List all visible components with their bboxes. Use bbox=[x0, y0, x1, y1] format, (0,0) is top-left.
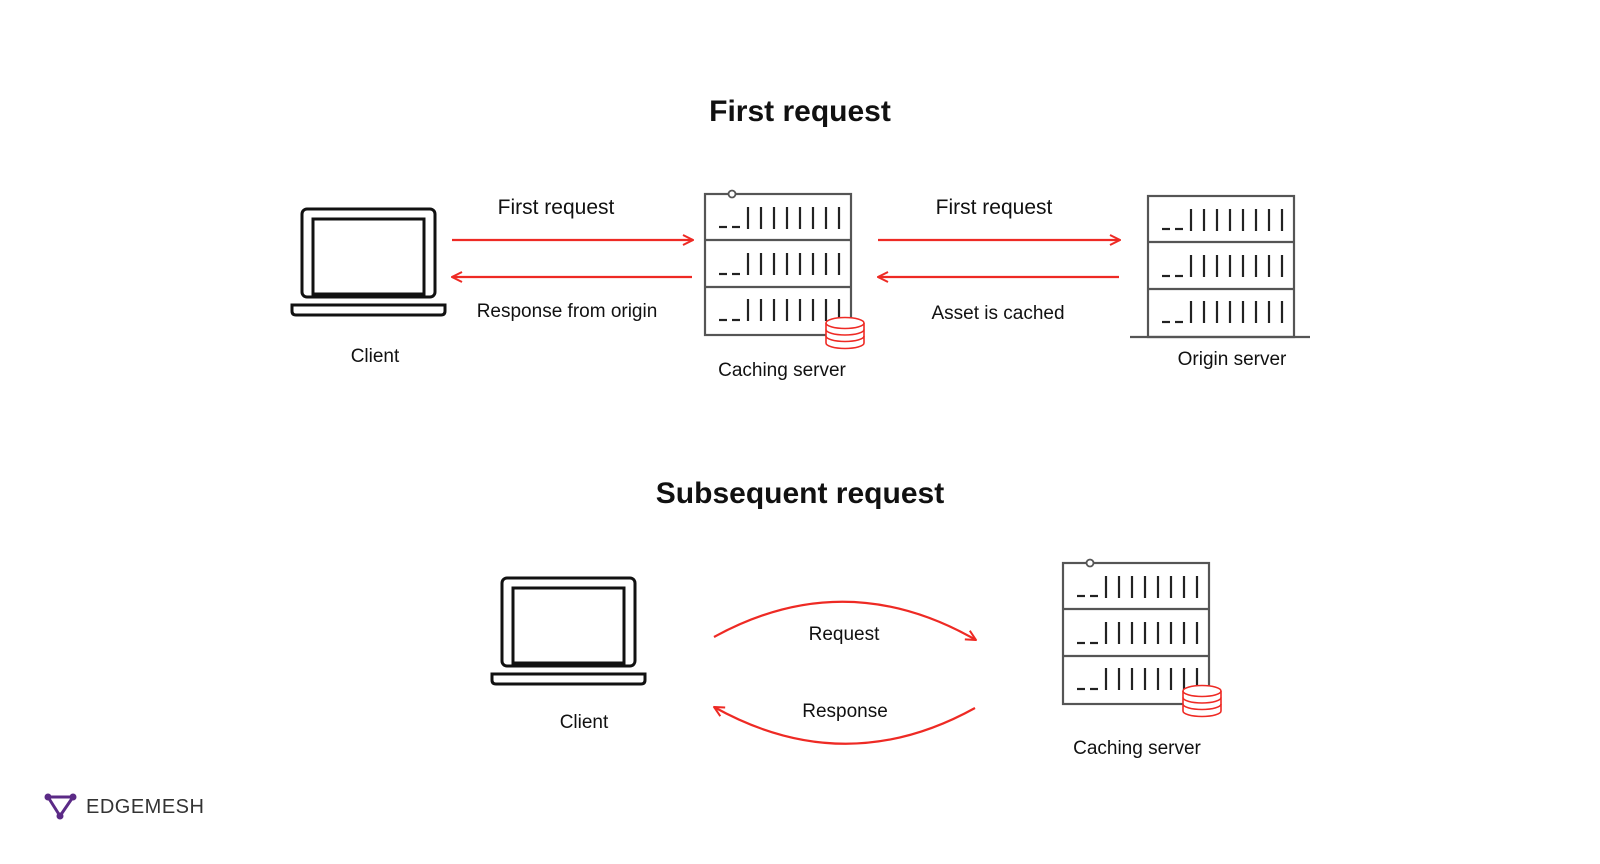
client-laptop-icon bbox=[290, 207, 447, 317]
arrow-response bbox=[714, 707, 976, 745]
arrow-request bbox=[713, 600, 976, 640]
database-icon bbox=[1182, 684, 1222, 718]
caching-server-icon bbox=[1061, 558, 1211, 706]
client-label-2: Client bbox=[560, 712, 609, 733]
arrow-response-label: Response bbox=[802, 701, 888, 722]
edgemesh-logo-icon bbox=[44, 793, 77, 820]
section2-title: Subsequent request bbox=[656, 477, 944, 510]
origin-server-icon bbox=[1130, 194, 1310, 339]
section1-title: First request bbox=[709, 95, 891, 128]
arrow-request-label: Request bbox=[809, 624, 880, 645]
database-icon bbox=[825, 316, 865, 350]
client-label: Client bbox=[351, 346, 400, 367]
arrow-client-to-cache-label: First request bbox=[498, 196, 615, 219]
caching-server-label: Caching server bbox=[718, 360, 846, 381]
logo-text: EDGEMESH bbox=[86, 796, 204, 818]
arrow-cache-to-origin-label: First request bbox=[936, 196, 1053, 219]
arrow-cache-to-client-label: Response from origin bbox=[477, 301, 658, 322]
arrow-origin-to-cache-label: Asset is cached bbox=[931, 303, 1064, 324]
client-laptop-icon bbox=[490, 576, 647, 686]
origin-server-label: Origin server bbox=[1178, 349, 1287, 370]
caching-server-label-2: Caching server bbox=[1073, 738, 1201, 759]
caching-server-icon bbox=[703, 189, 853, 337]
